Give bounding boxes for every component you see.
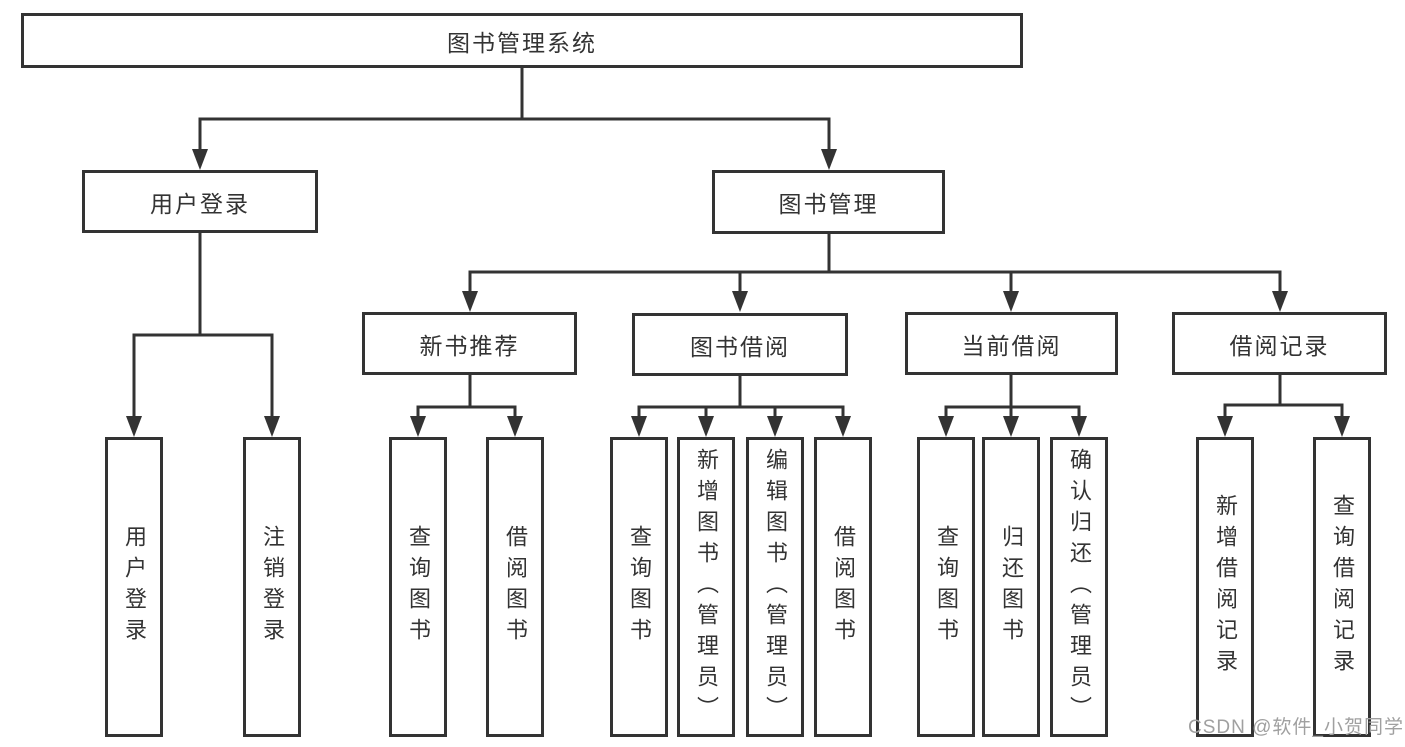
connector-book-borrow-to-leaves [631,373,851,437]
leaf-edit-book-admin-label: 编辑图书（管理员） [763,447,788,727]
node-book-management-label: 图书管理 [778,191,879,217]
leaf-user-login-label: 用户登录 [122,525,147,649]
csdn-watermark: CSDN @软件_小贺同学 [1188,717,1404,738]
arrow-head [938,416,954,437]
leaf-borrow-book-2: 借阅图书 [814,437,872,737]
arrow-head [1272,291,1288,312]
arrow-head [821,149,837,170]
arrow-head [698,416,714,437]
arrow-head [1003,291,1019,312]
node-user-login-label: 用户登录 [150,190,250,217]
leaf-query-borrow-record: 查询借阅记录 [1313,437,1371,737]
leaf-add-book-admin-label: 新增图书（管理员） [694,447,719,727]
node-book-borrow: 图书借阅 [632,313,848,376]
leaf-add-borrow-record-label: 新增借阅记录 [1213,494,1238,680]
node-current-borrow: 当前借阅 [905,312,1118,375]
leaf-query-book-2-label: 查询图书 [627,525,652,649]
connector-new-book-to-leaves [410,373,523,437]
arrow-head [126,416,142,437]
connector-user-login-to-leaves [126,231,280,437]
leaf-query-borrow-record-label: 查询借阅记录 [1330,494,1355,680]
arrow-head [767,416,783,437]
arrow-head [1217,416,1233,437]
leaf-query-book-3-label: 查询图书 [934,525,959,649]
leaf-borrow-book-1-label: 借阅图书 [503,525,528,649]
arrow-head [1071,416,1087,437]
connector-borrow-record-to-leaves [1217,373,1350,437]
node-current-borrow-label: 当前借阅 [961,332,1062,359]
connector-current-borrow-to-leaves [938,373,1087,437]
leaf-confirm-return-admin: 确认归还（管理员） [1050,437,1108,737]
leaf-query-book-2: 查询图书 [610,437,668,737]
arrow-head [410,416,426,437]
leaf-edit-book-admin: 编辑图书（管理员） [746,437,804,737]
leaf-borrow-book-2-label: 借阅图书 [831,525,856,649]
connector-book-management-to-level3 [462,232,1288,312]
connector-root-to-level2 [192,66,837,170]
leaf-logout: 注销登录 [243,437,301,737]
arrow-head [1003,416,1019,437]
node-root-system-label: 图书管理系统 [447,29,597,56]
arrow-head [264,416,280,437]
leaf-return-book: 归还图书 [982,437,1040,737]
leaf-user-login: 用户登录 [105,437,163,737]
arrow-head [835,416,851,437]
node-root-system: 图书管理系统 [21,13,1023,68]
leaf-add-book-admin: 新增图书（管理员） [677,437,735,737]
leaf-return-book-label: 归还图书 [999,525,1024,649]
node-borrow-record: 借阅记录 [1172,312,1387,375]
arrow-head [192,149,208,170]
arrow-head [507,416,523,437]
node-book-borrow-label: 图书借阅 [690,333,790,360]
leaf-query-book-1-label: 查询图书 [406,525,431,649]
node-new-book-recommend-label: 新书推荐 [419,332,520,359]
leaf-query-book-1: 查询图书 [389,437,447,737]
leaf-query-book-3: 查询图书 [917,437,975,737]
leaf-add-borrow-record: 新增借阅记录 [1196,437,1254,737]
arrow-head [462,291,478,312]
arrow-head [732,291,748,312]
leaf-logout-label: 注销登录 [260,525,285,649]
arrow-head [1334,416,1350,437]
node-user-login: 用户登录 [82,170,318,233]
arrow-head [631,416,647,437]
leaf-confirm-return-admin-label: 确认归还（管理员） [1067,447,1092,727]
leaf-borrow-book-1: 借阅图书 [486,437,544,737]
node-borrow-record-label: 借阅记录 [1229,332,1330,359]
node-new-book-recommend: 新书推荐 [362,312,577,375]
node-book-management: 图书管理 [712,170,945,234]
